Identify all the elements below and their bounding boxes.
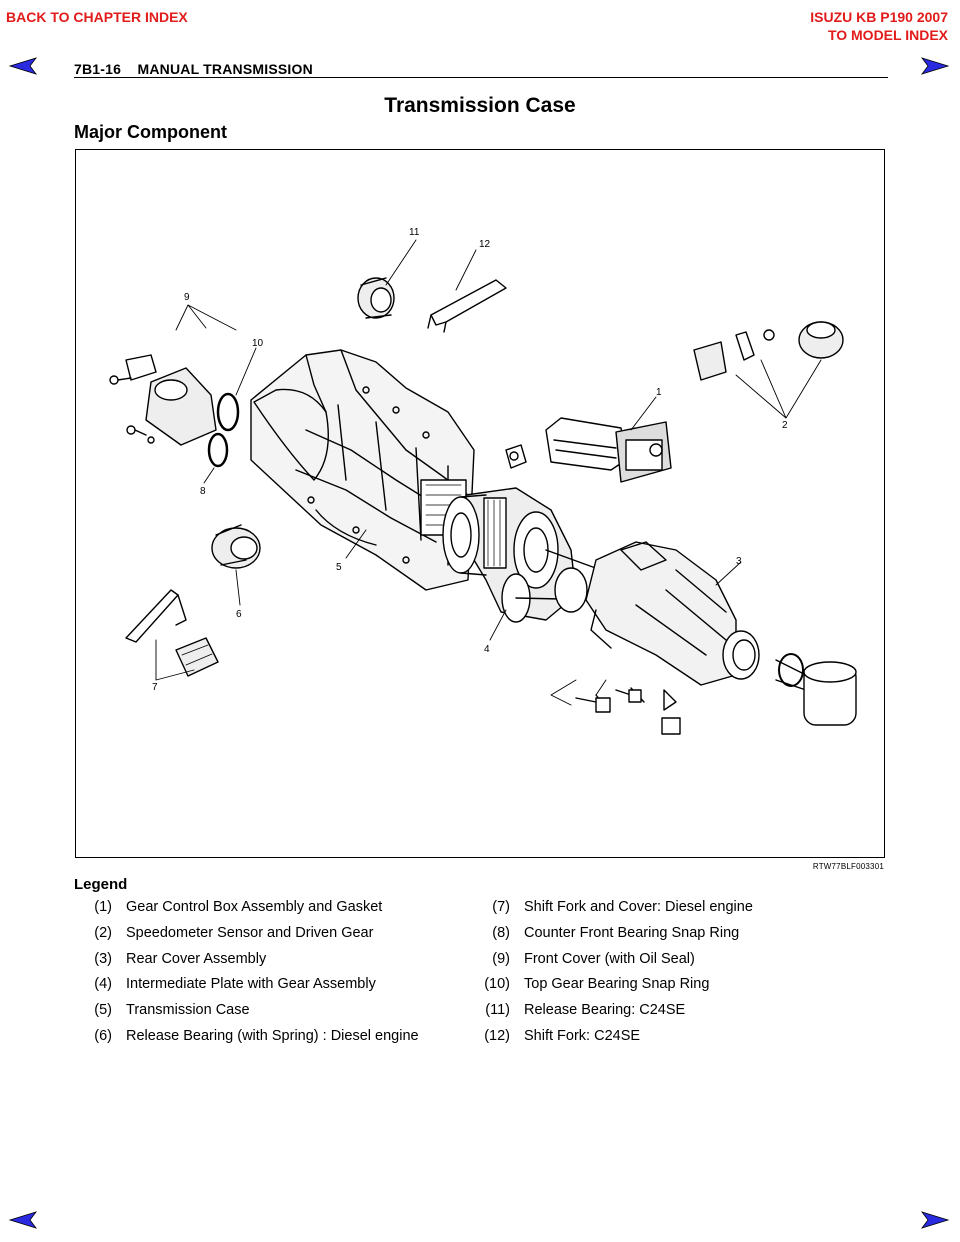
legend-item: (5) Transmission Case bbox=[76, 1001, 250, 1019]
legend-item-text: Gear Control Box Assembly and Gasket bbox=[126, 899, 383, 915]
legend-item-text: Counter Front Bearing Snap Ring bbox=[524, 924, 740, 941]
back-to-chapter-index-link[interactable]: BACK TO CHAPTER INDEX bbox=[6, 9, 188, 25]
legend-item-text: Speedometer Sensor and Driven Gear bbox=[126, 924, 374, 941]
legend-item: (1) Gear Control Box Assembly and Gasket bbox=[76, 898, 382, 916]
callout-9: 9 bbox=[184, 292, 190, 303]
legend-item-number: (4) bbox=[94, 976, 112, 993]
legend-item-text: Shift Fork and Cover: Diesel engine bbox=[524, 899, 753, 915]
running-header: 7B1-16 MANUAL TRANSMISSION bbox=[74, 61, 313, 77]
legend-item: (12) Shift Fork: C24SE bbox=[470, 1027, 640, 1045]
legend-item-number: (12) bbox=[484, 1028, 510, 1044]
legend-item-text: Shift Fork: C24SE bbox=[524, 1028, 641, 1044]
release-bearing-c24se-drawing bbox=[357, 277, 395, 319]
callout-5: 5 bbox=[336, 562, 342, 573]
legend-item-text: Rear Cover Assembly bbox=[126, 950, 267, 967]
previous-page-arrow-icon[interactable] bbox=[8, 56, 38, 76]
callout-leader-lines bbox=[155, 239, 822, 706]
legend-item-number: (9) bbox=[492, 950, 510, 967]
speedometer-sensor-drawing bbox=[693, 321, 844, 381]
legend-item-number: (3) bbox=[94, 950, 112, 967]
gear-control-box-drawing bbox=[505, 417, 672, 483]
legend-item-text: Front Cover (with Oil Seal) bbox=[524, 950, 695, 967]
legend-item-number: (7) bbox=[492, 899, 510, 915]
section-subtitle: Major Component bbox=[74, 122, 227, 142]
legend-item-number: (2) bbox=[94, 924, 112, 941]
bottom-previous-page-arrow-icon[interactable] bbox=[8, 1210, 38, 1230]
legend-item-number: (10) bbox=[484, 976, 510, 993]
section-name: MANUAL TRANSMISSION bbox=[137, 61, 313, 77]
callout-8: 8 bbox=[200, 486, 206, 497]
shift-fork-c24se-drawing bbox=[427, 279, 507, 333]
legend-item: (9) Front Cover (with Oil Seal) bbox=[470, 950, 695, 968]
legend-item-number: (1) bbox=[94, 899, 112, 915]
callout-1: 1 bbox=[656, 387, 662, 398]
page-title: Transmission Case bbox=[384, 94, 576, 117]
front-cover-drawing bbox=[109, 354, 217, 446]
next-page-arrow-icon[interactable] bbox=[920, 56, 950, 76]
transmission-case-drawing bbox=[250, 349, 475, 591]
legend-item-number: (11) bbox=[485, 1002, 510, 1019]
rear-cover-drawing bbox=[585, 541, 760, 686]
legend-item-number: (8) bbox=[492, 924, 510, 941]
callout-12: 12 bbox=[479, 239, 491, 250]
legend-item-number: (6) bbox=[94, 1028, 112, 1044]
legend-item: (2) Speedometer Sensor and Driven Gear bbox=[76, 924, 373, 942]
callout-7: 7 bbox=[152, 682, 158, 693]
callout-6: 6 bbox=[236, 609, 242, 620]
legend-item: (10) Top Gear Bearing Snap Ring bbox=[470, 975, 709, 993]
legend-item-text: Top Gear Bearing Snap Ring bbox=[524, 976, 710, 993]
top-gear-snap-ring-drawing bbox=[216, 392, 240, 432]
legend-title: Legend bbox=[74, 876, 128, 893]
section-code: 7B1-16 bbox=[74, 61, 122, 77]
rear-bolts-drawing bbox=[575, 653, 857, 735]
legend-item: (11) Release Bearing: C24SE bbox=[470, 1001, 685, 1019]
callout-3: 3 bbox=[736, 556, 742, 567]
legend-item-text: Intermediate Plate with Gear Assembly bbox=[126, 976, 376, 993]
shift-fork-diesel-drawing bbox=[125, 589, 219, 677]
callout-2: 2 bbox=[782, 420, 788, 431]
legend-item: (3) Rear Cover Assembly bbox=[76, 950, 266, 968]
legend-item: (4) Intermediate Plate with Gear Assembly bbox=[76, 975, 376, 993]
exploded-view-figure: 11 12 9 10 1 2 8 5 6 3 4 7 bbox=[75, 149, 885, 858]
legend-item-text: Release Bearing (with Spring) : Diesel e… bbox=[126, 1028, 419, 1044]
legend-item-text: Transmission Case bbox=[126, 1002, 250, 1019]
figure-code: RTW77BLF003301 bbox=[812, 862, 884, 871]
counter-bearing-snap-ring-drawing bbox=[207, 432, 229, 468]
intermediate-plate-gear-drawing bbox=[442, 487, 607, 623]
bottom-next-page-arrow-icon[interactable] bbox=[920, 1210, 950, 1230]
legend-item: (8) Counter Front Bearing Snap Ring bbox=[470, 924, 739, 942]
legend-item-number: (5) bbox=[94, 1002, 112, 1019]
transmission-exploded-drawing: 11 12 9 10 1 2 8 5 6 3 4 7 bbox=[109, 227, 857, 735]
legend-item-text: Release Bearing: C24SE bbox=[524, 1002, 686, 1019]
legend-item: (6) Release Bearing (with Spring) : Diese… bbox=[76, 1027, 419, 1045]
callout-11: 11 bbox=[409, 227, 420, 238]
header-rule bbox=[74, 77, 888, 78]
to-model-index-link[interactable]: TO MODEL INDEX bbox=[827, 27, 948, 43]
release-bearing-diesel-drawing bbox=[211, 524, 261, 569]
callout-4: 4 bbox=[484, 644, 490, 655]
model-title-link[interactable]: ISUZU KB P190 2007 bbox=[810, 9, 948, 25]
legend-item: (7) Shift Fork and Cover: Diesel engine bbox=[470, 898, 753, 916]
callout-10: 10 bbox=[252, 338, 264, 349]
